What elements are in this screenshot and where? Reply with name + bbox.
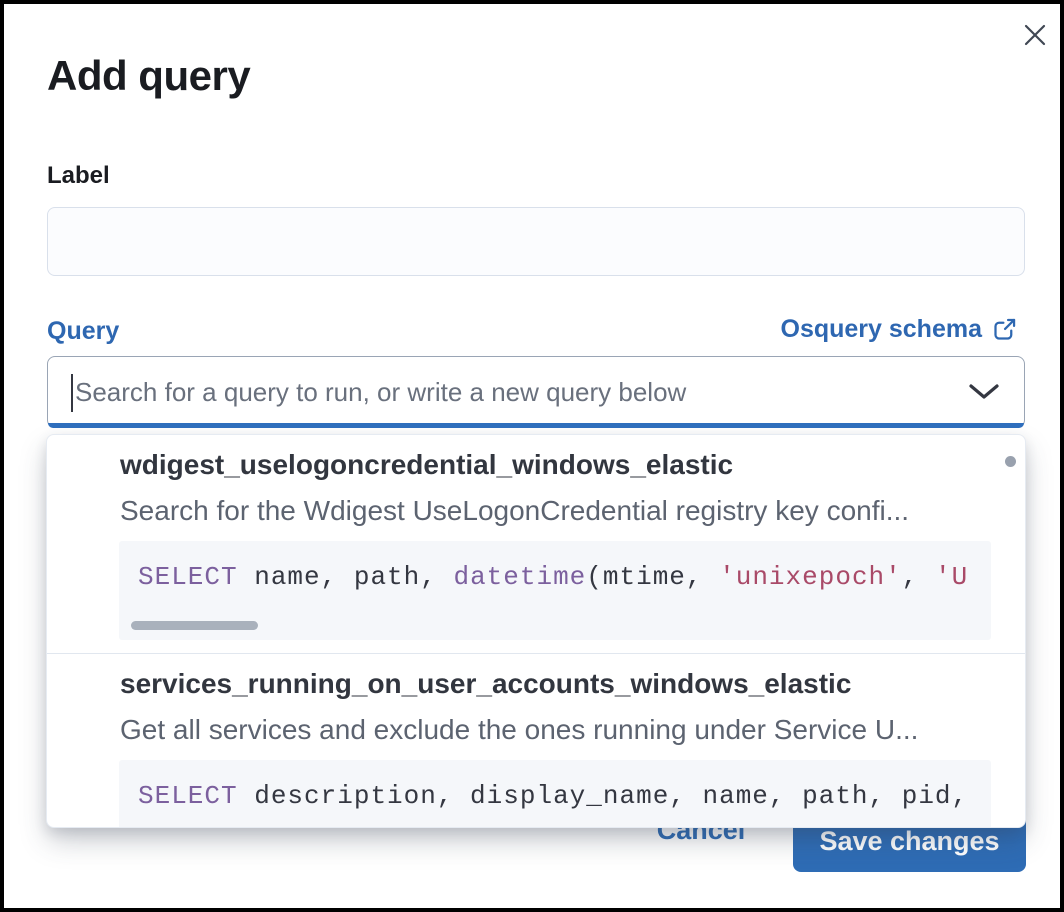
sql-code: SELECT description, display_name, name, … — [138, 781, 969, 811]
focus-indicator — [48, 423, 1024, 428]
modal-title: Add query — [47, 52, 251, 99]
label-input[interactable] — [47, 207, 1025, 276]
query-code-preview: SELECT description, display_name, name, … — [119, 760, 991, 827]
text-cursor — [71, 374, 73, 412]
close-icon[interactable] — [1018, 18, 1052, 52]
close-x-glyph — [1024, 24, 1046, 46]
option-divider — [47, 653, 1025, 654]
sql-code: SELECT name, path, datetime(mtime, 'unix… — [138, 562, 969, 592]
search-input-placeholder: Search for a query to run, or write a ne… — [75, 376, 687, 407]
query-code-preview: SELECT name, path, datetime(mtime, 'unix… — [119, 541, 991, 640]
query-option-title: wdigest_uselogoncredential_windows_elast… — [120, 449, 734, 480]
osquery-schema-link-label: Osquery schema — [780, 315, 983, 343]
osquery-schema-link[interactable]: Osquery schema — [781, 315, 1019, 344]
query-search-combobox[interactable]: Search for a query to run, or write a ne… — [47, 356, 1025, 428]
query-option-title: services_running_on_user_accounts_window… — [120, 668, 852, 699]
horizontal-scrollbar-thumb[interactable] — [131, 621, 258, 630]
query-option-services[interactable]: services_running_on_user_accounts_window… — [47, 654, 1025, 827]
label-field-label: Label — [47, 162, 110, 189]
query-option-description: Search for the Wdigest UseLogonCredentia… — [120, 495, 910, 526]
query-dropdown-list: wdigest_uselogoncredential_windows_elast… — [46, 434, 1026, 828]
query-option-description: Get all services and exclude the ones ru… — [120, 714, 919, 745]
chevron-down-icon[interactable] — [968, 383, 1000, 401]
query-option-wdigest[interactable]: wdigest_uselogoncredential_windows_elast… — [47, 435, 1025, 653]
vertical-scrollbar-thumb[interactable] — [1005, 456, 1016, 467]
query-field-label: Query — [47, 317, 120, 345]
external-link-icon — [994, 318, 1016, 340]
